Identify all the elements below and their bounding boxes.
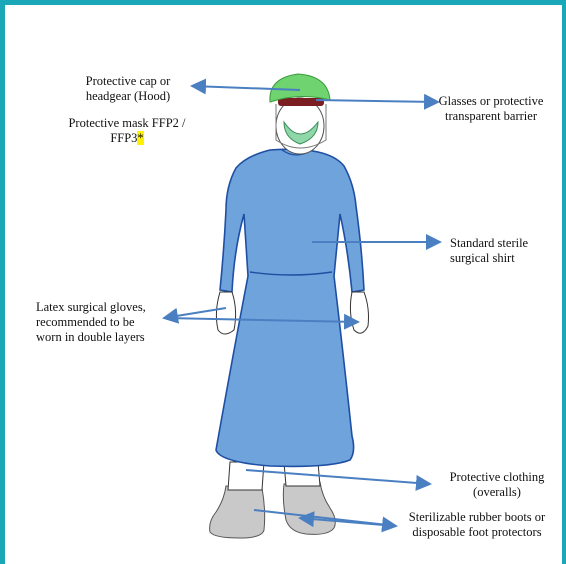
clothing-label: Protective clothing (overalls) (434, 470, 560, 500)
mask-asterisk-marker: * (137, 131, 143, 145)
mask-label-line2: FFP3* (52, 131, 202, 146)
arrow-clothing (246, 470, 430, 484)
left-glove (216, 292, 235, 334)
glasses-label-line2: transparent barrier (426, 109, 556, 124)
clothing-label-line1: Protective clothing (434, 470, 560, 485)
shirt-label-line2: surgical shirt (450, 251, 560, 266)
boots-label-line1: Sterilizable rubber boots or (394, 510, 560, 525)
mask-label-text: FFP3 (110, 131, 137, 145)
gloves-label-line1: Latex surgical gloves, (36, 300, 176, 315)
clothing-label-line2: (overalls) (434, 485, 560, 500)
gloves-label: Latex surgical gloves, recommended to be… (36, 300, 176, 345)
left-leg (228, 462, 264, 490)
boots-label-line2: disposable foot protectors (394, 525, 560, 540)
surgical-gown (216, 149, 364, 466)
mask-label-line1: Protective mask FFP2 / (52, 116, 202, 131)
cap-label-line1: Protective cap or (58, 74, 198, 89)
cap-label-line2: headgear (Hood) (58, 89, 198, 104)
head (270, 74, 330, 154)
boots-label: Sterilizable rubber boots or disposable … (394, 510, 560, 540)
gloves-label-line2: recommended to be (36, 315, 176, 330)
left-boot (210, 486, 265, 538)
glasses-label-line1: Glasses or protective (426, 94, 556, 109)
mask-label: Protective mask FFP2 / FFP3* (52, 116, 202, 146)
right-glove (350, 292, 368, 333)
right-boot (283, 482, 335, 534)
arrow-glasses (316, 100, 438, 102)
cap-label: Protective cap or headgear (Hood) (58, 74, 198, 104)
glasses-label: Glasses or protective transparent barrie… (426, 94, 556, 124)
shirt-label-line1: Standard sterile (450, 236, 560, 251)
shirt-label: Standard sterile surgical shirt (450, 236, 560, 266)
gloves-label-line3: worn in double layers (36, 330, 176, 345)
